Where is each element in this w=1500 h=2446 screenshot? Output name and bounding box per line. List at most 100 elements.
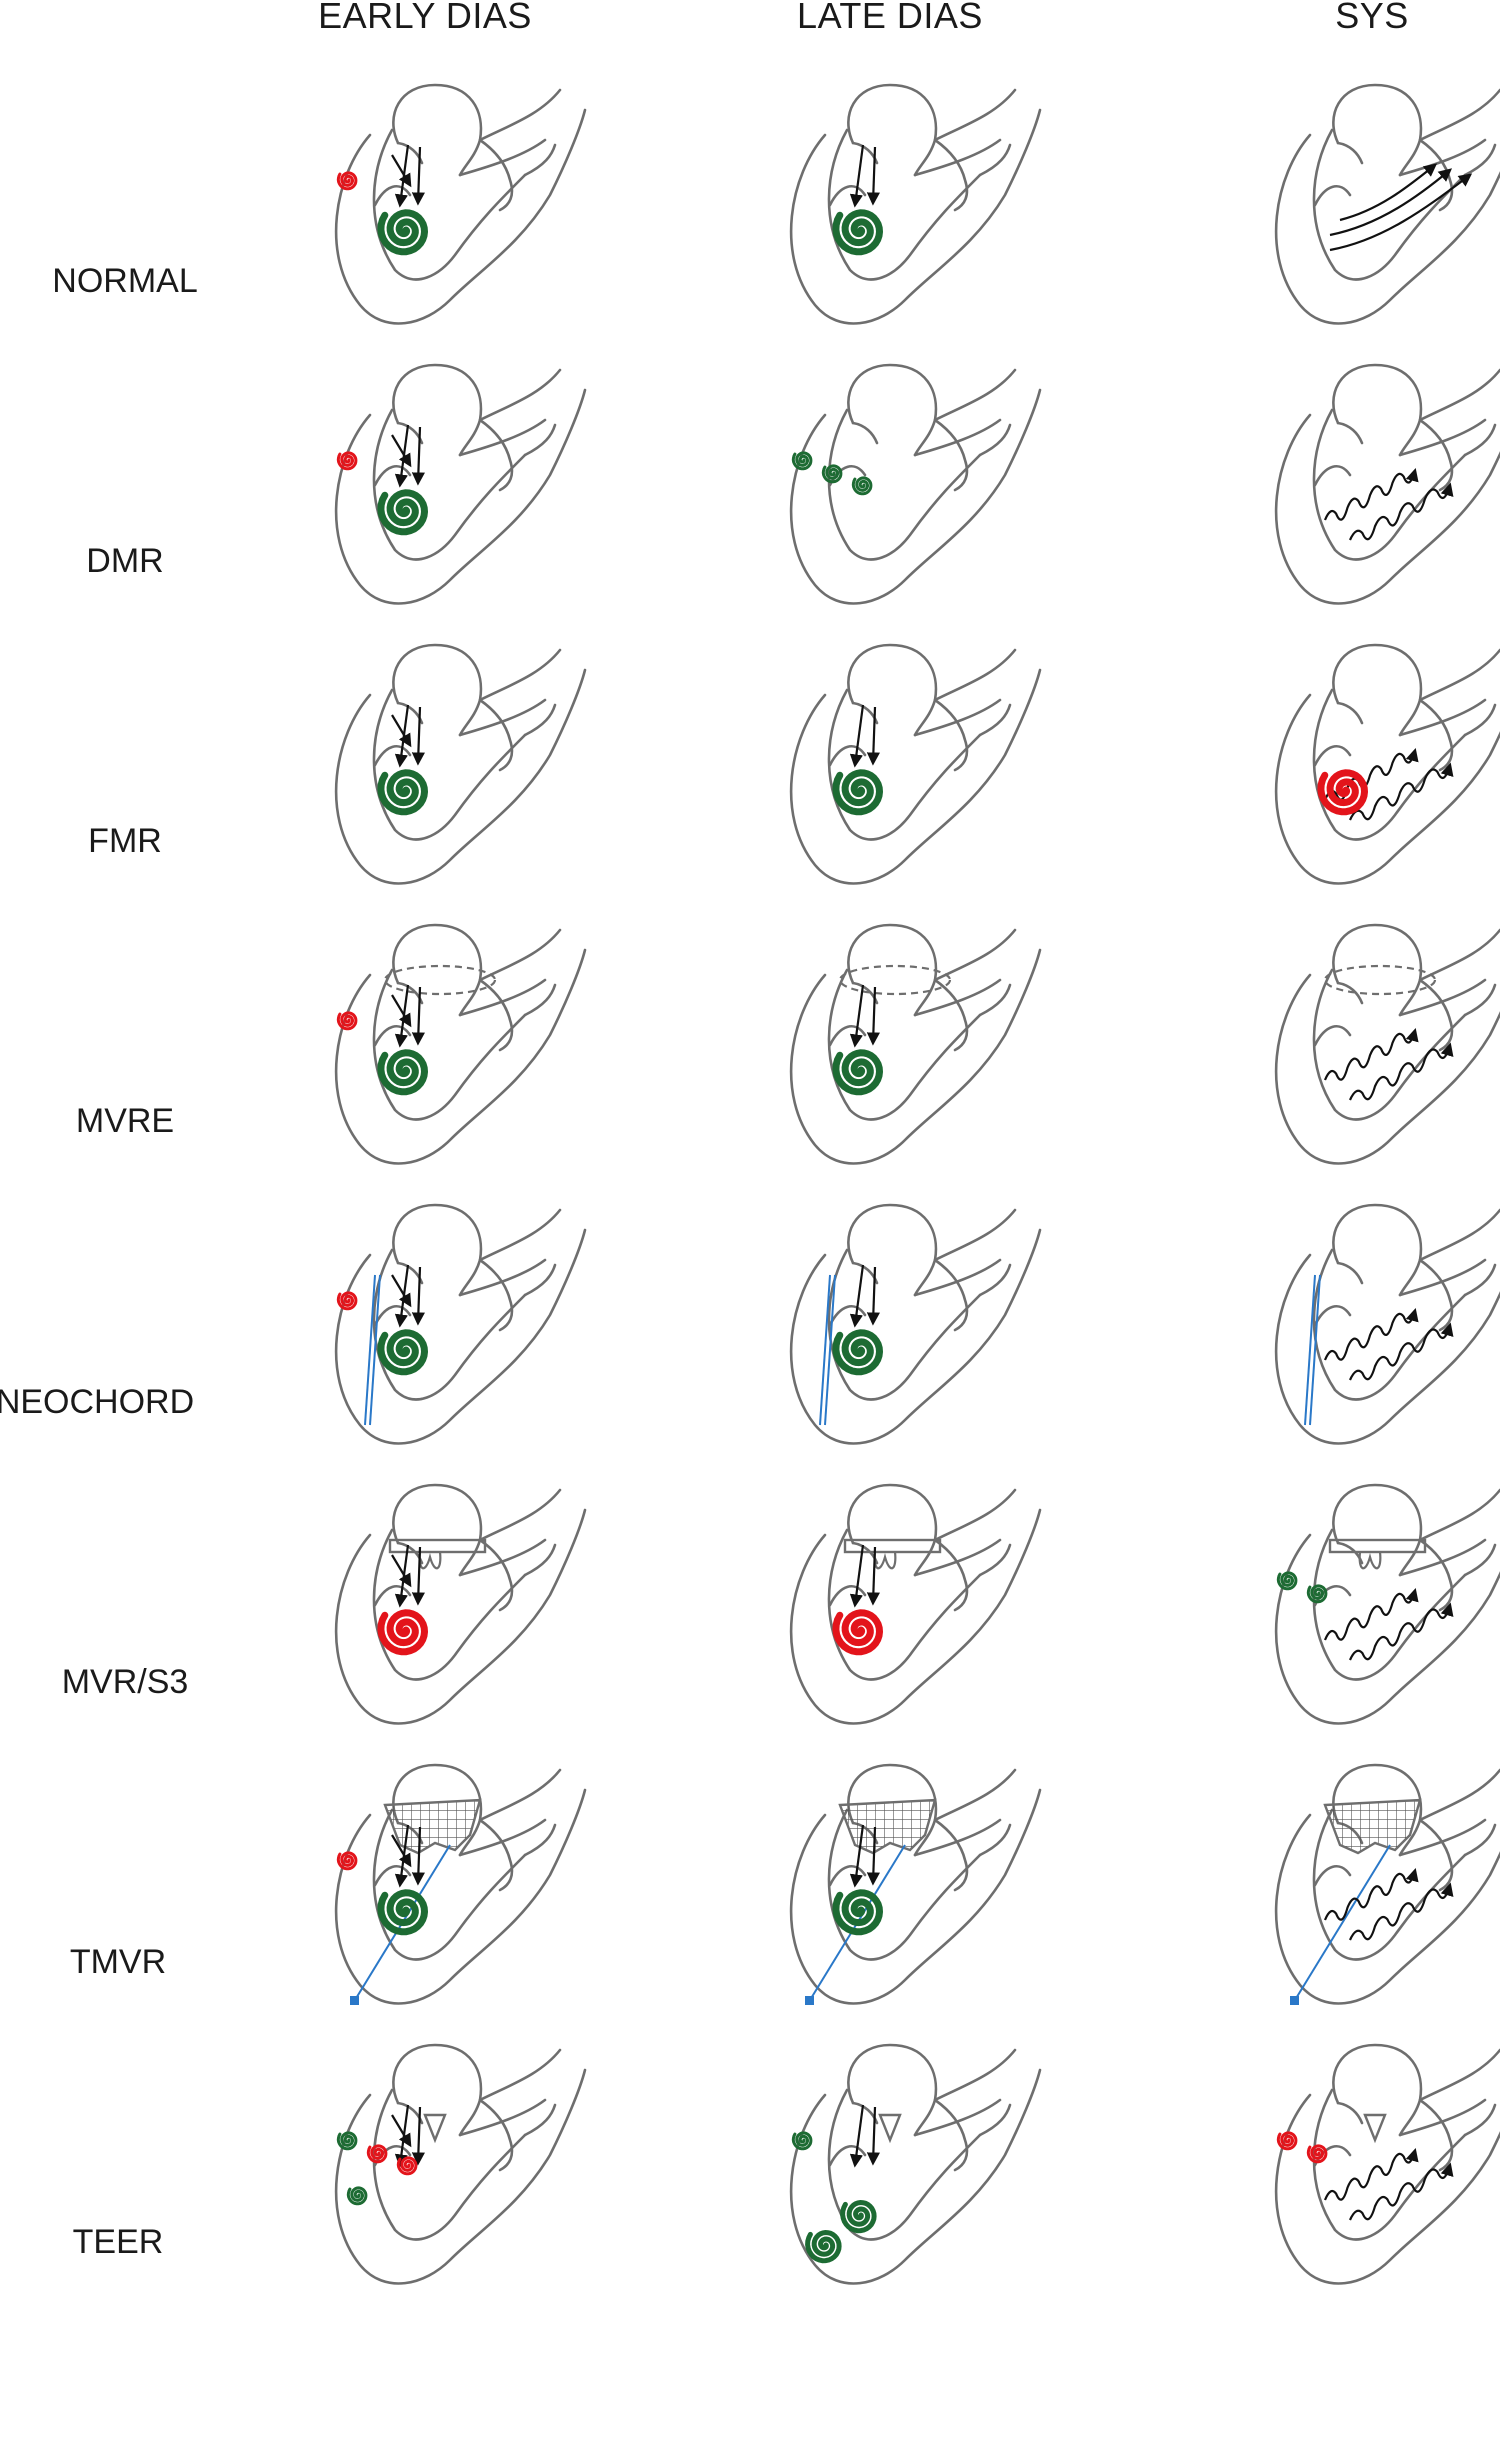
heart-outline-segment bbox=[827, 1808, 982, 1961]
heart-outline-segment bbox=[789, 1508, 1042, 1725]
regurgitant-jet-arrow bbox=[1323, 467, 1419, 521]
heart-outline-segment bbox=[1312, 688, 1467, 841]
green-vortex-small bbox=[791, 2131, 813, 2151]
inflow-arrow bbox=[411, 986, 425, 1046]
valve-leaflets bbox=[418, 1551, 442, 1570]
heart-outline-segment bbox=[334, 1788, 587, 2005]
inflow-arrow bbox=[411, 426, 425, 486]
heart-outline-segment bbox=[373, 1025, 412, 1047]
regurgitant-jet-arrow bbox=[1348, 762, 1454, 821]
heart-outline-segment bbox=[1274, 1533, 1500, 1725]
inflow-arrow bbox=[411, 146, 425, 206]
inflow-arrow bbox=[866, 986, 880, 1046]
heart-outline-segment bbox=[827, 408, 982, 561]
heart-outline-segment bbox=[1313, 1305, 1352, 1327]
heart-outline-segment bbox=[933, 368, 1017, 422]
heart-outline-segment bbox=[828, 2145, 867, 2167]
green-vortex-small bbox=[1306, 1584, 1328, 1604]
green-vortex-small bbox=[346, 2186, 368, 2206]
red-vortex-large bbox=[1317, 769, 1369, 816]
regurgitant-jet-arrow bbox=[1323, 1027, 1419, 1081]
heart-outline-segment bbox=[478, 1768, 562, 1822]
apical-tether bbox=[1294, 1844, 1391, 2001]
heart-outline-segment bbox=[396, 701, 424, 725]
heart-outline-segment bbox=[913, 978, 1002, 1017]
red-vortex-small bbox=[396, 2156, 418, 2176]
heart-outline-segment bbox=[913, 1538, 1002, 1577]
regurgitant-jet-arrow bbox=[1323, 1587, 1419, 1641]
heart-outline-segment bbox=[1398, 978, 1487, 1017]
heart-outline-segment bbox=[828, 1865, 867, 1887]
panel-late-row-7 bbox=[789, 1763, 1042, 2005]
heart-outline-segment bbox=[847, 1203, 938, 1297]
heart-outline-segment bbox=[913, 698, 1002, 737]
panel-sys-row-2 bbox=[1274, 363, 1500, 605]
heart-outline-segment bbox=[851, 1261, 879, 1285]
inflow-arrow bbox=[849, 1264, 865, 1328]
heart-outline-segment bbox=[523, 703, 557, 737]
inflow-arrow bbox=[866, 1546, 880, 1606]
heart-outline-segment bbox=[1336, 141, 1364, 165]
heart-outline-segment bbox=[458, 1818, 547, 1857]
heart-outline-segment bbox=[478, 698, 514, 772]
heart-outline-segment bbox=[978, 983, 1012, 1017]
heart-outline-segment bbox=[851, 701, 879, 725]
inflow-arrow bbox=[849, 144, 865, 208]
heart-outline-segment bbox=[933, 88, 1017, 142]
green-vortex-small bbox=[336, 2131, 358, 2151]
heart-outline-segment bbox=[913, 138, 1002, 177]
panel-early-row-8 bbox=[334, 2043, 587, 2285]
heart-outline-segment bbox=[1418, 418, 1454, 492]
heart-outline-segment bbox=[827, 968, 982, 1121]
heart-outline-segment bbox=[523, 1543, 557, 1577]
heart-outline-segment bbox=[373, 745, 412, 767]
heart-outline-segment bbox=[392, 2043, 483, 2137]
heart-outline-segment bbox=[523, 423, 557, 457]
heart-outline-segment bbox=[851, 1541, 879, 1565]
heart-outline-segment bbox=[1336, 1541, 1364, 1565]
heart-outline-segment bbox=[396, 981, 424, 1005]
heart-outline-segment bbox=[478, 1538, 514, 1612]
heart-outline-segment bbox=[334, 388, 587, 605]
heart-outline-segment bbox=[1274, 1813, 1500, 2005]
heart-outline-segment bbox=[933, 2048, 1017, 2102]
green-vortex-large bbox=[377, 1889, 429, 1936]
inflow-arrow bbox=[849, 2104, 865, 2168]
heart-outline-segment bbox=[334, 1508, 587, 1725]
row-label-neochord: NEOCHORD bbox=[0, 1383, 194, 1421]
green-vortex-large bbox=[832, 209, 884, 256]
heart-outline-segment bbox=[1313, 745, 1352, 767]
heart-outline-segment bbox=[933, 418, 969, 492]
green-vortex-small bbox=[1276, 1571, 1298, 1591]
heart-outline-segment bbox=[373, 465, 412, 487]
green-vortex-large bbox=[377, 1049, 429, 1096]
teer-clip-icon bbox=[423, 2113, 447, 2144]
heart-outline-segment bbox=[396, 141, 424, 165]
heart-outline-segment bbox=[933, 138, 969, 212]
outflow-arrow bbox=[1329, 173, 1473, 252]
heart-outline-segment bbox=[1336, 981, 1364, 1005]
neochord-line bbox=[824, 1274, 836, 1426]
heart-outline-segment bbox=[1312, 1248, 1467, 1401]
heart-outline-segment bbox=[392, 1763, 483, 1857]
heart-outline-segment bbox=[1332, 1483, 1423, 1577]
panel-late-row-1 bbox=[789, 83, 1042, 325]
heart-outline-segment bbox=[847, 1483, 938, 1577]
panel-early-row-2 bbox=[334, 363, 587, 605]
heart-outline-segment bbox=[523, 1823, 557, 1857]
heart-outline-segment bbox=[478, 2098, 514, 2172]
neochord-line bbox=[364, 1274, 376, 1426]
heart-outline-segment bbox=[478, 138, 514, 212]
heart-outline-segment bbox=[1463, 423, 1497, 457]
red-vortex-small bbox=[336, 1011, 358, 1031]
heart-outline-segment bbox=[978, 423, 1012, 457]
green-vortex-medium bbox=[805, 2229, 842, 2264]
heart-outline-segment bbox=[1398, 1538, 1487, 1577]
heart-outline-segment bbox=[1332, 2043, 1423, 2137]
heart-outline-segment bbox=[1274, 133, 1500, 325]
heart-outline-segment bbox=[372, 2088, 527, 2241]
heart-outline-segment bbox=[1398, 2098, 1487, 2137]
heart-outline-segment bbox=[1463, 983, 1497, 1017]
heart-outline-segment bbox=[478, 928, 562, 982]
